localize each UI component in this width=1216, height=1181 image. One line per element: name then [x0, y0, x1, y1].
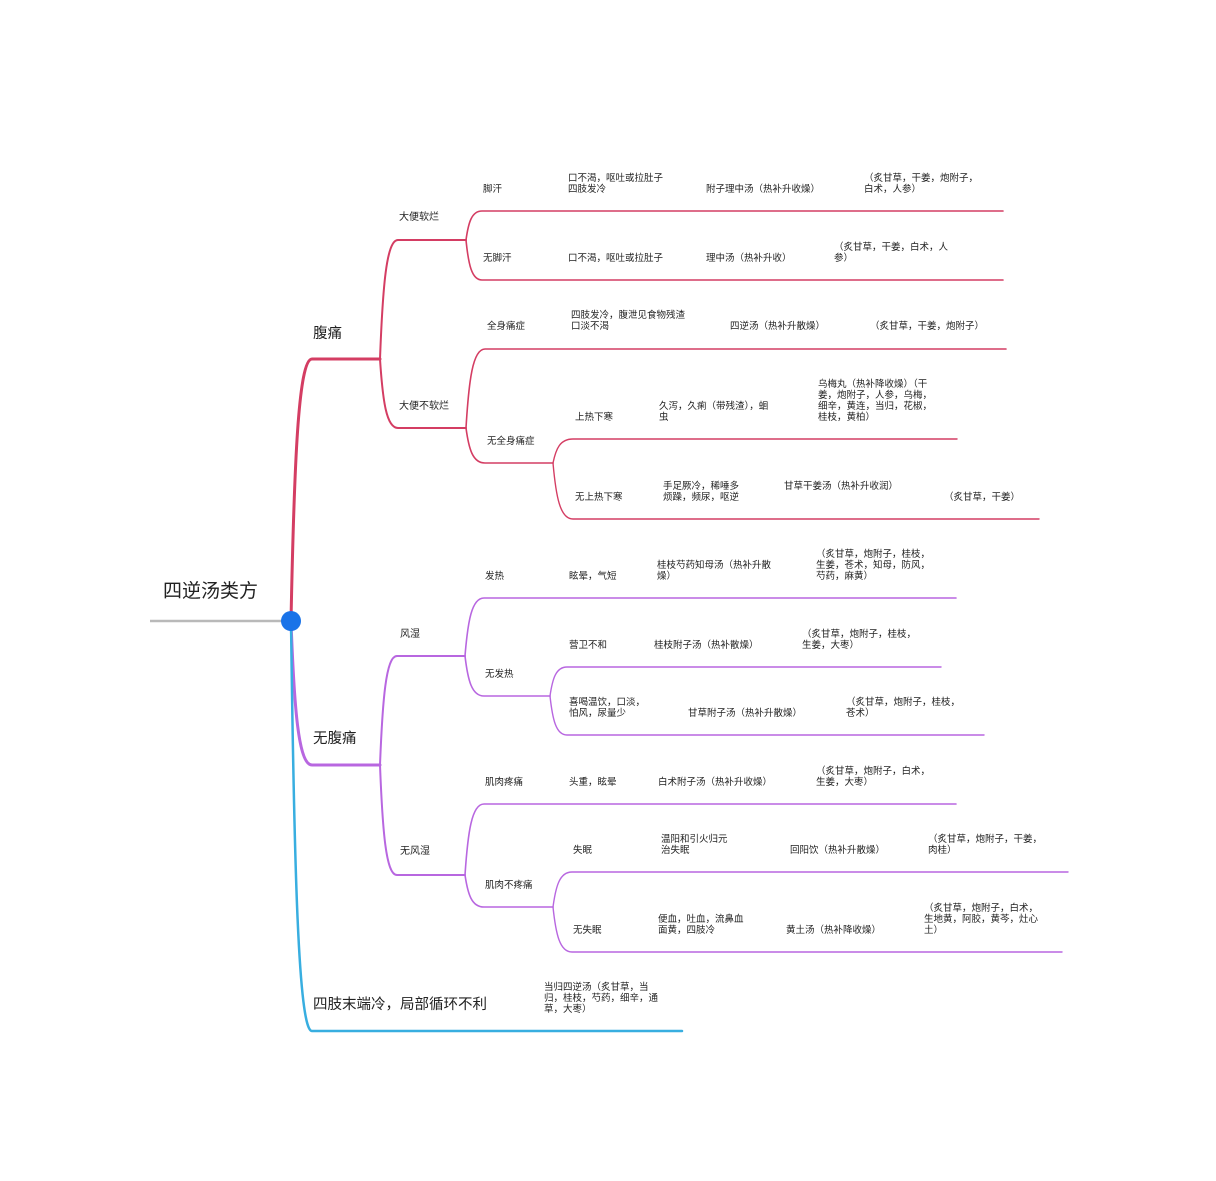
link-foot-sweat [465, 210, 1004, 241]
node-no-fever[interactable]: 无发热 [485, 669, 514, 680]
root-node-dot[interactable] [281, 611, 301, 631]
link-no-rheumatism [379, 764, 466, 876]
link-no-muscle-pain [464, 874, 554, 908]
herbs-text: （炙甘草，炮附子，白术， 生地黄，阿胶，黄芩，灶心 土） [924, 903, 1039, 936]
herbs-text: （炙甘草，干姜，白术，人 参） [834, 242, 949, 264]
link-no-insomnia [552, 906, 1063, 953]
link-ying-wei [549, 666, 942, 697]
formula-text: 当归四逆汤（炙甘草，当 归，桂枝，芍药，细辛，通 草，大枣） [544, 982, 659, 1015]
node-rheumatism[interactable]: 风湿 [400, 629, 420, 640]
node-no-rheumatism[interactable]: 无风湿 [400, 846, 430, 857]
link-no-whole-body-pain [465, 427, 554, 464]
herbs-text: （炙甘草，干姜，炮附子） [870, 321, 985, 332]
symptom-text: 久泻，久痢（带残渣），蛔 虫 [659, 401, 769, 423]
node-no-whole-body-pain[interactable]: 无全身痛症 [487, 436, 535, 447]
symptom-text: 手足厥冷，稀唾多 烦躁，频尿，呕逆 [663, 481, 740, 503]
branch-cold-limbs[interactable]: 四肢末端冷，局部循环不利 [313, 997, 487, 1013]
symptom-text: 便血，吐血，流鼻血 面黄，四肢冷 [658, 914, 744, 936]
symptom-text: 温阳和引火归元 治失眠 [661, 834, 728, 856]
link-not-soft-stool [379, 358, 467, 429]
formula-text: 甘草附子汤（热补升散燥） [688, 708, 803, 719]
node-whole-body-pain[interactable]: 全身痛症 [487, 321, 526, 332]
symptom-text: 口不渴，呕吐或拉肚子 [568, 253, 664, 264]
symptom-text: 口不渴，呕吐或拉肚子 四肢发冷 [568, 173, 664, 195]
link-abdominal-pain [289, 357, 382, 623]
formula-text: 四逆汤（热补升散燥） [730, 321, 826, 332]
link-whole-body-pain [465, 348, 1007, 429]
formula-text: 桂枝芍药知母汤（热补升散 燥） [657, 560, 772, 582]
symptom-text: 眩晕，气短 [569, 571, 617, 582]
link-muscle-pain [464, 803, 957, 876]
node-fever[interactable]: 发热 [485, 571, 505, 582]
formula-text: 乌梅丸（热补降收燥）（干 姜，炮附子，人参，乌梅， 细辛，黄连，当归，花椒， 桂… [818, 379, 933, 423]
node-insomnia[interactable]: 失眠 [573, 845, 593, 856]
link-no-upper-heat [552, 462, 1040, 520]
herbs-text: （炙甘草，炮附子，白术， 生姜，大枣） [816, 766, 931, 788]
symptom-text: 喜喝温饮，口淡， 怕风，尿量少 [569, 697, 646, 719]
node-foot-sweat[interactable]: 脚汗 [483, 184, 503, 195]
herbs-text: （炙甘草，炮附子，桂枝， 生姜，苍术，知母，防风， 芍药，麻黄） [816, 549, 931, 582]
node-no-upper-heat[interactable]: 无上热下寒 [575, 492, 623, 503]
branch-abdominal-pain[interactable]: 腹痛 [313, 326, 342, 342]
herbs-text: （炙甘草，干姜） [944, 492, 1021, 503]
link-soft-stool [379, 239, 467, 360]
symptom-text: 营卫不和 [569, 640, 608, 651]
herbs-text: （炙甘草，干姜，炮附子， 白术，人参） [864, 173, 979, 195]
node-not-soft-stool[interactable]: 大便不软烂 [399, 401, 449, 412]
node-no-foot-sweat[interactable]: 无脚汗 [483, 253, 512, 264]
root-topic[interactable]: 四逆汤类方 [163, 580, 259, 602]
formula-text: 白术附子汤（热补升收燥） [658, 777, 773, 788]
node-muscle-pain[interactable]: 肌肉疼痛 [485, 777, 524, 788]
node-no-muscle-pain[interactable]: 肌肉不疼痛 [485, 880, 533, 891]
herbs-text: （炙甘草，炮附子，桂枝， 苍术） [846, 697, 961, 719]
herbs-text: （炙甘草，炮附子，干姜， 肉桂） [928, 834, 1043, 856]
formula-text: 桂枝附子汤（热补散燥） [654, 640, 759, 651]
formula-text: 理中汤（热补升收） [706, 253, 792, 264]
herbs-text: （炙甘草，炮附子，桂枝， 生姜，大枣） [802, 629, 917, 651]
link-no-fever [464, 655, 551, 697]
symptom-text: 四肢发冷，腹泄见食物残渣 口淡不渴 [571, 310, 686, 332]
symptom-text: 头重，眩晕 [569, 777, 617, 788]
formula-text: 回阳饮（热补升散燥） [790, 845, 886, 856]
link-fever [464, 597, 957, 657]
branch-no-abdominal-pain[interactable]: 无腹痛 [313, 731, 357, 747]
link-cold-limbs [289, 619, 684, 1033]
node-upper-heat-lower-cold[interactable]: 上热下寒 [575, 412, 614, 423]
link-rheumatism [379, 655, 466, 766]
link-insomnia [552, 871, 1069, 908]
link-warm-drink [549, 695, 985, 736]
formula-text: 附子理中汤（热补升收燥） [706, 184, 821, 195]
node-soft-stool[interactable]: 大便软烂 [399, 212, 439, 223]
link-no-foot-sweat [465, 239, 1004, 281]
node-no-insomnia[interactable]: 无失眠 [573, 925, 602, 936]
link-upper-heat [552, 438, 958, 464]
formula-text: 黄土汤（热补降收燥） [786, 925, 882, 936]
formula-text: 甘草干姜汤（热补升收润） [784, 481, 899, 492]
